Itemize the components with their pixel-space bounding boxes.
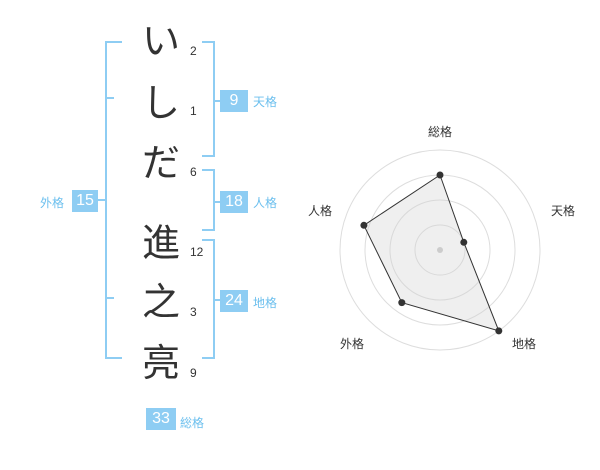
radar-center-dot <box>437 247 443 253</box>
jinkaku-bracket <box>202 169 215 231</box>
radar-axis-label-chikaku: 地格 <box>512 337 537 351</box>
gaikaku-value: 15 <box>72 190 98 212</box>
radar-axis-label-soukaku: 総格 <box>428 125 453 139</box>
stroke-count-6: 9 <box>190 366 197 380</box>
soukaku-value: 33 <box>146 408 176 430</box>
chikaku-label: 地格 <box>253 296 278 310</box>
radar-axis-label-gaikaku: 外格 <box>340 337 365 351</box>
radar-point-3 <box>398 299 406 307</box>
tenkaku-label: 天格 <box>253 95 278 109</box>
radar-series-polygon <box>363 174 500 332</box>
radar-point-4 <box>360 221 368 229</box>
stroke-count-2: 1 <box>190 104 197 118</box>
name-char-1: い <box>141 19 180 63</box>
jinkaku-value: 18 <box>220 191 248 213</box>
name-char-4: 進 <box>141 221 180 265</box>
radar-axis-label-tenkaku: 天格 <box>551 204 576 218</box>
radar-axis-label-jinkaku: 人格 <box>308 204 333 218</box>
tenkaku-value: 9 <box>220 90 248 112</box>
radar-ring-1 <box>414 224 466 276</box>
stroke-count-4: 12 <box>190 245 204 259</box>
stroke-count-3: 6 <box>190 165 197 179</box>
radar-point-2 <box>495 327 503 335</box>
name-char-5: 之 <box>141 280 180 324</box>
chikaku-value: 24 <box>220 290 248 312</box>
radar-ring-2 <box>389 199 491 301</box>
name-char-2: し <box>141 81 180 125</box>
stroke-count-5: 3 <box>190 305 197 319</box>
name-char-3: だ <box>141 141 180 185</box>
radar-point-0 <box>436 171 444 179</box>
stroke-count-1: 2 <box>190 44 197 58</box>
soukaku-label: 総格 <box>180 416 205 430</box>
jinkaku-label: 人格 <box>253 196 278 210</box>
tenkaku-bracket <box>202 41 215 157</box>
gaikaku-label: 外格 <box>40 196 65 210</box>
name-char-6: 亮 <box>141 341 180 385</box>
radar-point-1 <box>460 238 468 246</box>
